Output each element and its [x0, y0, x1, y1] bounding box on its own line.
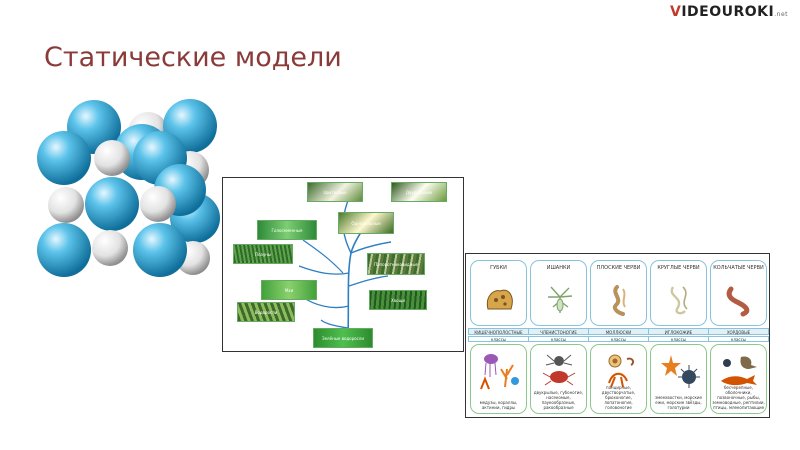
phylum-label: ИШАНКИ — [546, 265, 571, 271]
subclass-bar: классы — [588, 336, 649, 342]
class-caption: медузы, кораллы, актинии, гидры — [479, 400, 518, 410]
class-card: панцирные, двустворчатые, брюхоногие, ло… — [590, 344, 647, 414]
class-bar: ЧЛЕНИСТОНОГИЕ — [528, 328, 589, 335]
tree-tile-algae: Водоросли — [237, 302, 295, 322]
subclass-bar: классы — [528, 336, 589, 342]
phylum-label: КОЛЬЧАТЫЕ ЧЕРВИ — [713, 265, 764, 271]
videouroki-logo: VIDEOUROKI.net — [670, 4, 788, 20]
subclass-bar: классы — [468, 336, 529, 342]
phylum-label: ПЛОСКИЕ ЧЕРВИ — [596, 265, 641, 271]
class-caption: бесчерепные, оболочники, позвоночные, ры… — [712, 385, 765, 410]
hydra-icon — [548, 286, 573, 313]
phylum-card: ПЛОСКИЕ ЧЕРВИ — [590, 260, 647, 326]
logo-name: IDEOUROKI — [681, 4, 775, 20]
classification-column: ГУБКИ КИШЕЧНОПОЛОСТНЫЕ классы медузы, ко… — [468, 260, 529, 414]
arthropod-icon — [542, 354, 576, 386]
crystal-lattice-icon — [37, 99, 220, 277]
tree-tile-moss: Мхи — [261, 280, 317, 300]
logo-prefix: V — [669, 4, 682, 20]
phylum-card: ГУБКИ — [470, 260, 527, 326]
classification-column: КРУГЛЫЕ ЧЕРВИ ИГЛОКОЖИЕ классы змеехвост… — [648, 260, 709, 414]
echinoderm-icon — [661, 355, 700, 388]
logo-tld: .net — [774, 11, 788, 18]
tree-tile-green-algae: Зелёные водоросли — [313, 328, 373, 348]
jellyfish-coral-icon — [480, 354, 519, 390]
animal-classification-diagram: ГУБКИ КИШЕЧНОПОЛОСТНЫЕ классы медузы, ко… — [465, 253, 770, 418]
classification-column: КОЛЬЧАТЫЕ ЧЕРВИ ХОРДОВЫЕ классы бесчереп… — [708, 260, 769, 414]
class-card: медузы, кораллы, актинии, гидры — [470, 344, 527, 414]
class-bar: КИШЕЧНОПОЛОСТНЫЕ — [468, 328, 529, 335]
subclass-bar: классы — [648, 336, 709, 342]
classification-column: ПЛОСКИЕ ЧЕРВИ МОЛЛЮСКИ классы панцирные,… — [588, 260, 649, 414]
phylum-card: ИШАНКИ — [530, 260, 587, 326]
classification-column: ИШАНКИ ЧЛЕНИСТОНОГИЕ классы двукрылые, г… — [528, 260, 589, 414]
tree-tile-dicot: Двудольные — [391, 182, 447, 202]
tree-tile-flowering: Цветковые — [307, 182, 363, 202]
phylum-label: ГУБКИ — [490, 265, 507, 271]
class-card: двукрылые, губоногие, насекомые, паукооб… — [530, 344, 587, 414]
earthworm-icon — [726, 286, 750, 317]
sponge-icon — [486, 289, 513, 310]
roundworm-icon — [670, 286, 688, 315]
tree-tile-monocot: Однодольные — [338, 212, 394, 234]
phylum-card: КРУГЛЫЕ ЧЕРВИ — [650, 260, 707, 326]
tree-tile-horsetail: Хвощи — [369, 290, 427, 310]
tree-tile-gymnosperm: Голосеменные — [257, 220, 317, 240]
phylum-card: КОЛЬЧАТЫЕ ЧЕРВИ — [710, 260, 767, 326]
mollusk-icon — [608, 354, 635, 388]
tree-tile-lycopod: Плауны — [233, 244, 293, 264]
class-caption: змеехвостки, морские ежи, морские звёзды… — [654, 395, 702, 410]
tree-tile-fern: Папоротниковидные — [367, 253, 425, 275]
plant-tree-diagram: Цветковые Двудольные Однодольные Голосем… — [222, 177, 464, 352]
class-bar: ИГЛОКОЖИЕ — [648, 328, 709, 335]
slide-title: Статические модели — [44, 42, 342, 73]
class-card: змеехвостки, морские ежи, морские звёзды… — [650, 344, 707, 414]
class-caption: панцирные, двустворчатые, брюхоногие, ло… — [601, 385, 636, 410]
class-caption: двукрылые, губоногие, насекомые, паукооб… — [533, 390, 584, 410]
chordate-icon — [721, 356, 757, 386]
class-bar: ХОРДОВЫЕ — [708, 328, 769, 335]
subclass-bar: классы — [708, 336, 769, 342]
class-card: бесчерепные, оболочники, позвоночные, ры… — [710, 344, 767, 414]
flatworm-icon — [612, 285, 626, 316]
phylum-label: КРУГЛЫЕ ЧЕРВИ — [657, 265, 700, 271]
class-bar: МОЛЛЮСКИ — [588, 328, 649, 335]
tree-branches — [298, 197, 392, 339]
